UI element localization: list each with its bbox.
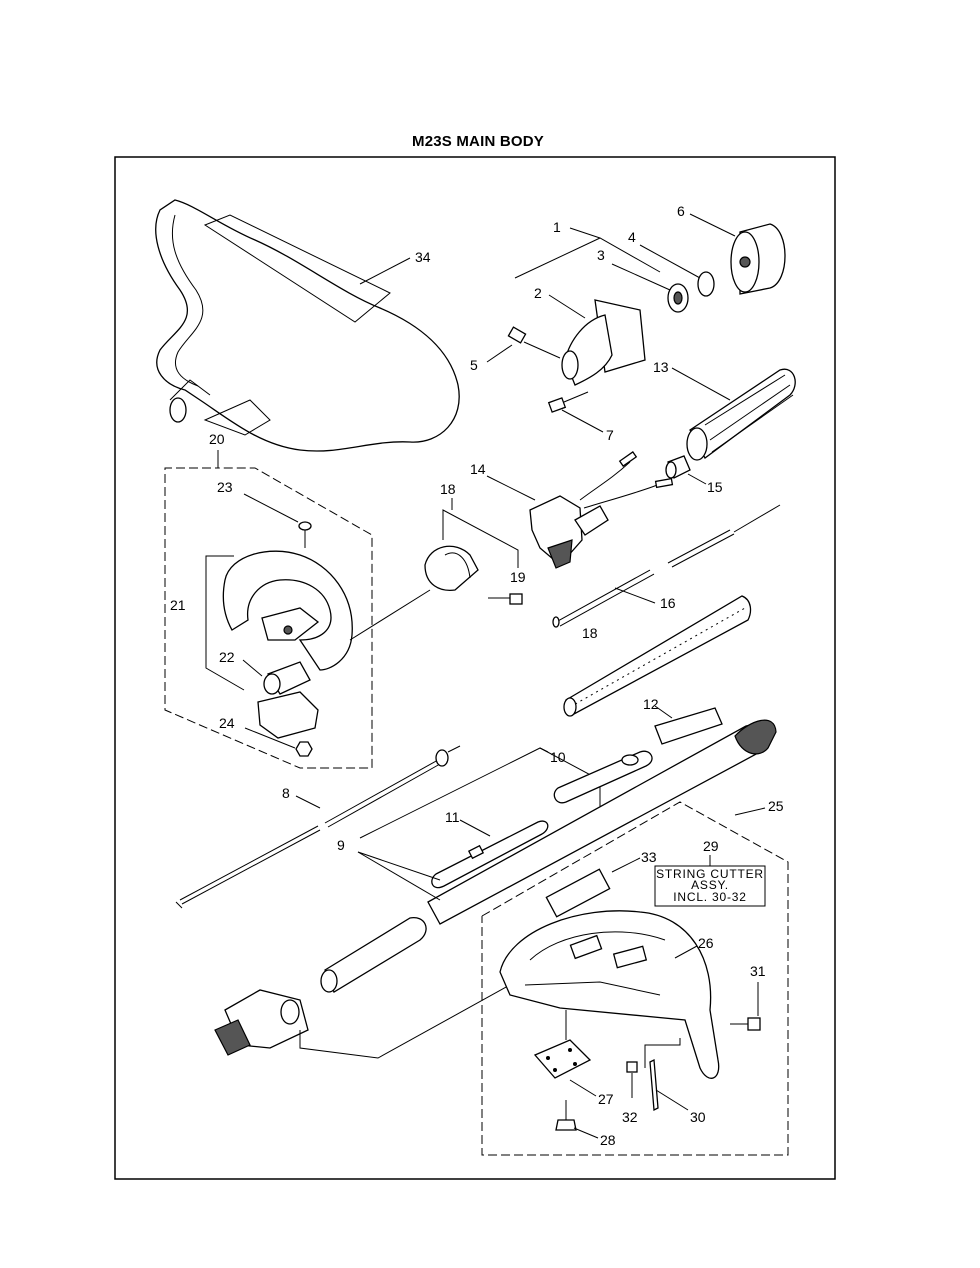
part-7-bolt	[547, 391, 589, 413]
callout-28: 28	[600, 1132, 616, 1148]
part-6-spool	[730, 223, 786, 295]
part-18-corrugated-tube	[563, 595, 752, 717]
callout-11: 11	[445, 809, 460, 825]
part-8-drive-shaft	[175, 745, 461, 909]
callout-12: 12	[643, 696, 659, 712]
callout-27: 27	[598, 1091, 614, 1107]
diagram-frame	[114, 156, 836, 1180]
part-28-screw	[555, 1100, 577, 1131]
part-13-grip	[686, 368, 796, 461]
callout-15: 15	[707, 479, 723, 495]
callout-7: 7	[606, 427, 614, 443]
callout-23: 23	[217, 479, 233, 495]
part-4-snap-ring	[697, 271, 715, 297]
callout-34: 34	[415, 249, 431, 265]
part-30-cutter-blade	[649, 1058, 659, 1112]
callout-22: 22	[219, 649, 235, 665]
callout-21: 21	[170, 597, 186, 613]
note-box	[654, 865, 766, 907]
callout-26: 26	[698, 935, 714, 951]
part-32-nut	[626, 1061, 638, 1073]
part-2-gear-housing	[561, 299, 646, 386]
callout-4: 4	[628, 229, 636, 245]
part-3-bearing	[667, 283, 689, 313]
part-22-spacer	[263, 661, 311, 695]
callout-18-clamp: 18	[440, 481, 456, 497]
part-26-guard	[499, 910, 720, 1079]
callout-6: 6	[677, 203, 685, 219]
callout-19: 19	[510, 569, 526, 585]
part-27-plate	[533, 1039, 592, 1079]
callout-13: 13	[653, 359, 669, 375]
note-line-1: STRING CUTTER	[656, 867, 764, 881]
part-21-loop-handle	[222, 550, 353, 671]
callout-8: 8	[282, 785, 290, 801]
page-title: M23S MAIN BODY	[412, 133, 544, 150]
callout-30: 30	[690, 1109, 706, 1125]
callout-10: 10	[550, 749, 566, 765]
note-line-3: INCL. 30-32	[673, 890, 747, 904]
part-9-main-tube	[320, 719, 777, 993]
part-34-shoulder-strap	[155, 199, 460, 452]
note-line-2: ASSY.	[691, 878, 729, 892]
part-14-throttle-housing	[529, 451, 674, 569]
callout-25: 25	[768, 798, 784, 814]
callout-33: 33	[641, 849, 657, 865]
part-5-bolt	[507, 326, 561, 359]
part-16-throttle-cable	[552, 504, 781, 628]
part-12-label	[654, 707, 723, 745]
callout-3: 3	[597, 247, 605, 263]
callout-1: 1	[553, 219, 561, 235]
part-24-nut	[295, 741, 313, 757]
callout-14: 14	[470, 461, 486, 477]
callout-20: 20	[209, 431, 225, 447]
part-handle-clamp-base	[257, 691, 319, 739]
part-19-bolt	[488, 593, 523, 605]
callout-18-conduit: 18	[582, 625, 598, 641]
part-31-bolt	[730, 1017, 761, 1031]
callout-31: 31	[750, 963, 766, 979]
callout-5: 5	[470, 357, 478, 373]
part-gear-head	[214, 989, 309, 1056]
callout-9: 9	[337, 837, 345, 853]
callout-32: 32	[622, 1109, 638, 1125]
part-11-label	[431, 820, 549, 889]
part-23-screw	[298, 521, 312, 548]
callout-2: 2	[534, 285, 542, 301]
part-18-handle-clamp	[424, 545, 479, 591]
callout-16: 16	[660, 595, 676, 611]
callout-24: 24	[219, 715, 235, 731]
part-15-sleeve	[665, 455, 691, 479]
callout-29: 29	[703, 838, 719, 854]
part-33-label	[545, 868, 611, 918]
